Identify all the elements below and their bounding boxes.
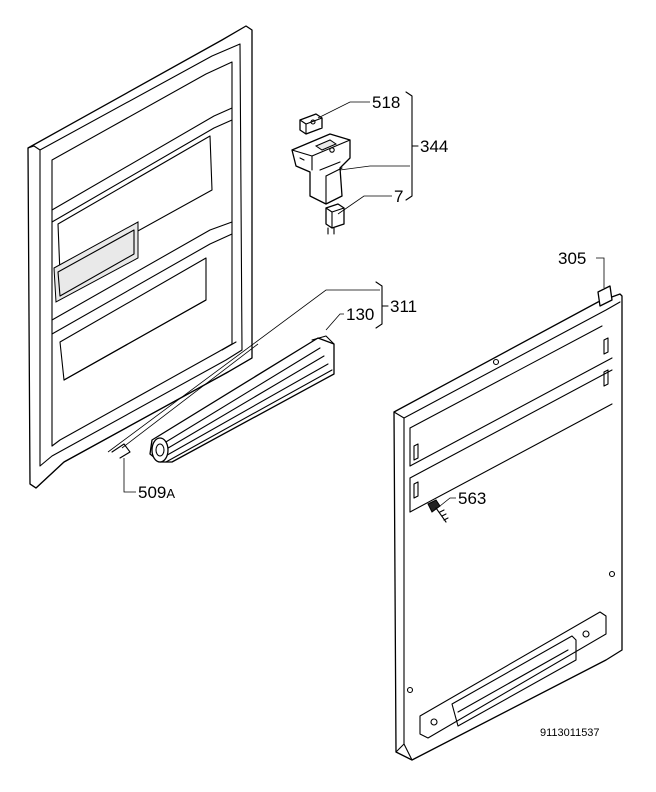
outer-door-panel: [393, 257, 623, 761]
label-518: 518: [372, 93, 400, 112]
label-305: 305: [558, 249, 586, 268]
inner-door-frame: [27, 25, 253, 489]
label-311: 311: [390, 297, 417, 316]
part-7-striker: [325, 203, 345, 235]
label-7: 7: [394, 187, 403, 206]
label-509: 509A: [138, 483, 175, 502]
label-563: 563: [458, 489, 486, 508]
part-563-screw: [427, 497, 456, 523]
part-130-gasket: [149, 335, 335, 463]
door-lock-assembly: [291, 91, 419, 235]
label-130: 130: [346, 305, 374, 324]
drawing-code: 9113011537: [540, 727, 600, 739]
part-518-catch: [299, 113, 323, 135]
label-509-suffix: A: [166, 486, 175, 501]
part-509-clip: [111, 443, 136, 493]
gasket-assembly: [107, 281, 389, 463]
label-344: 344: [420, 137, 448, 156]
label-509-number: 509: [138, 483, 166, 502]
lock-body: [291, 133, 351, 205]
